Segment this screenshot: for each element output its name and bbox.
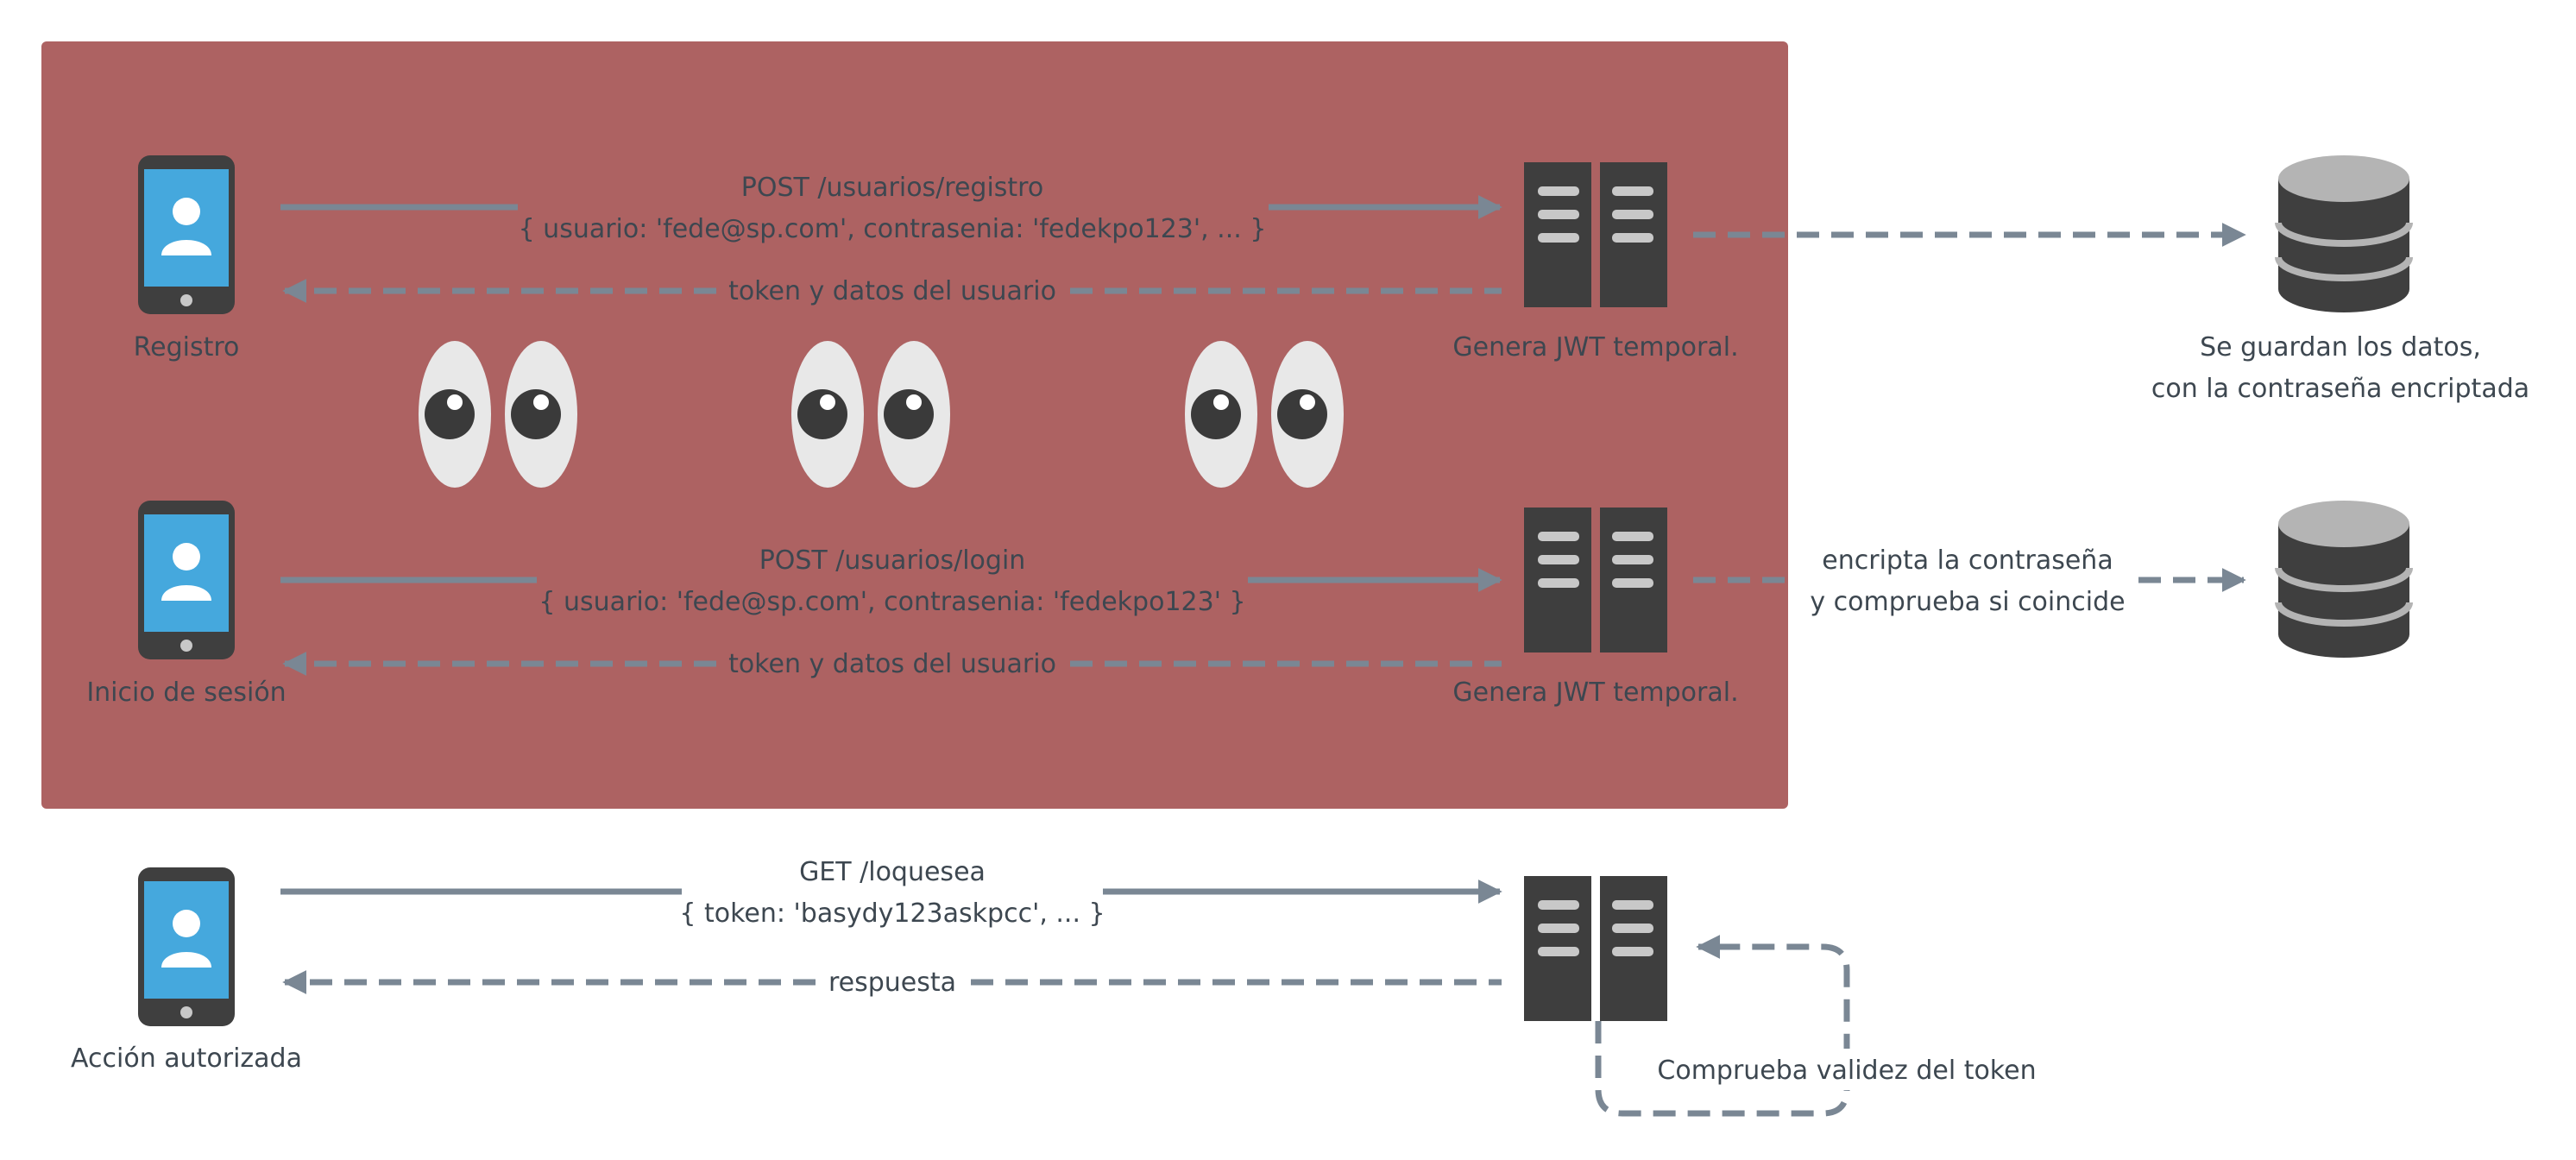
login-phone-icon (138, 501, 235, 659)
login-request-line2: { usuario: 'fede@sp.com', contrasenia: '… (539, 587, 1245, 617)
authorized-server-icon (1524, 876, 1667, 1021)
login-db-note-line2: y comprueba si coincide (1810, 587, 2125, 617)
registro-request-line2: { usuario: 'fede@sp.com', contrasenia: '… (519, 214, 1267, 244)
login-server-label: Genera JWT temporal. (1452, 678, 1738, 708)
authorized-phone-icon (138, 867, 235, 1026)
registro-server-label: Genera JWT temporal. (1452, 332, 1738, 362)
registro-db-label-line2: con la contraseña encriptada (2151, 374, 2529, 404)
registro-database-icon (2278, 155, 2409, 312)
authorized-request-line2: { token: 'basydy123askpcc', ... } (679, 898, 1105, 929)
registro-request-line1: POST /usuarios/registro (741, 173, 1043, 203)
login-db-note-line1: encripta la contraseña (1822, 545, 2113, 576)
login-request-line1: POST /usuarios/login (759, 545, 1026, 576)
registro-phone-icon (138, 155, 235, 314)
token-validation-loop-arrow (1595, 935, 1850, 1117)
loop-label: Comprueba validez del token (1657, 1056, 2036, 1086)
registro-response-label: token y datos del usuario (728, 276, 1056, 306)
loop-label-bg (1644, 1049, 2050, 1090)
login-response-label: token y datos del usuario (728, 649, 1056, 679)
authorized-label: Acción autorizada (71, 1043, 302, 1074)
authorized-request-line1: GET /loquesea (799, 857, 986, 887)
registro-label: Registro (134, 332, 240, 362)
login-label: Inicio de sesión (86, 678, 286, 708)
registro-db-label-line1: Se guardan los datos, (2200, 332, 2481, 362)
login-database-icon (2278, 501, 2409, 658)
authorized-response-label: respuesta (828, 968, 956, 998)
